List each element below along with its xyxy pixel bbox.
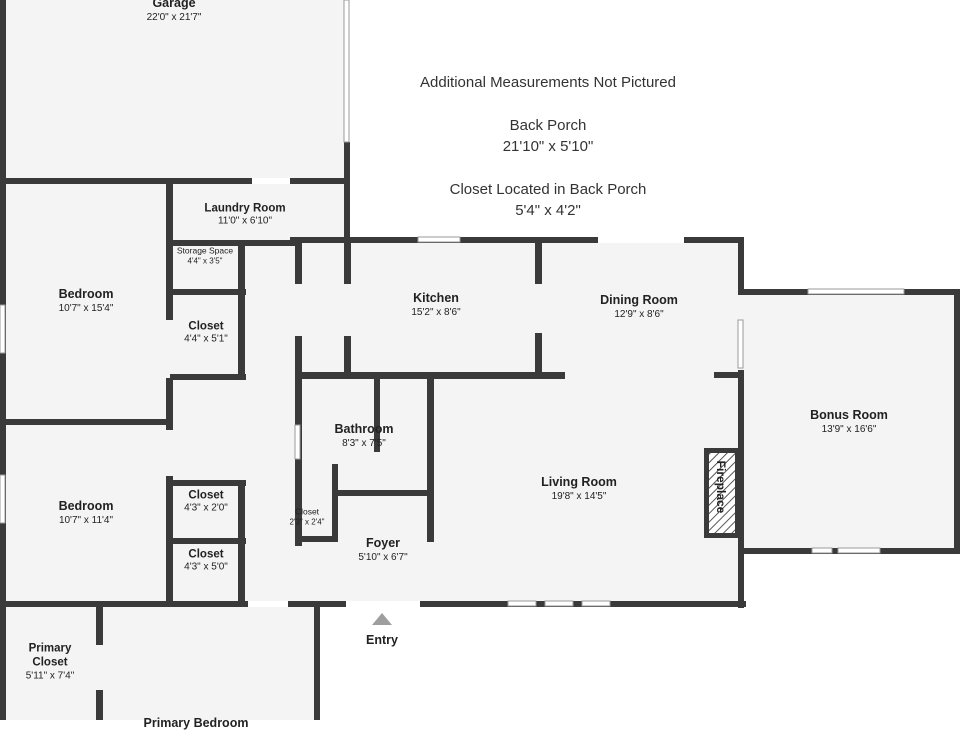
fireplace-label: Fireplace bbox=[714, 460, 728, 514]
room-dims: 8'3" x 7'5" bbox=[342, 437, 386, 449]
room-bedroom-2: Bedroom 10'7" x 11'4" bbox=[59, 499, 114, 527]
room-dining: Dining Room 12'9" x 8'6" bbox=[600, 293, 678, 321]
room-name: Closet bbox=[294, 506, 320, 517]
entry-arrow-icon bbox=[372, 613, 392, 625]
room-foyer: Foyer 5'10" x 6'7" bbox=[358, 536, 407, 564]
room-garage: Garage 22'0" x 21'7" bbox=[147, 0, 202, 24]
room-primary-bedroom: Primary Bedroom bbox=[144, 716, 249, 732]
west-wing-walls bbox=[0, 178, 350, 608]
bonus-room-walls bbox=[737, 288, 960, 554]
room-name: Bonus Room bbox=[810, 407, 888, 422]
room-dims: 4'4" x 3'5" bbox=[187, 256, 223, 266]
room-name: Bathroom bbox=[334, 421, 394, 436]
core-walls bbox=[290, 178, 746, 608]
back-porch-dims: 21'10" x 5'10" bbox=[502, 138, 594, 155]
room-storage: Storage Space 4'4" x 3'5" bbox=[177, 246, 233, 267]
floor-fill bbox=[4, 0, 958, 720]
room-dims: 4'3" x 2'0" bbox=[184, 502, 228, 514]
room-name: Storage Space bbox=[176, 245, 234, 256]
room-dims: 4'4" x 5'1" bbox=[184, 333, 228, 345]
room-kitchen: Kitchen 15'2" x 8'6" bbox=[411, 291, 460, 319]
room-primary-closet: Primary Closet 5'11" x 7'4" bbox=[26, 641, 75, 682]
room-dims: 12'9" x 8'6" bbox=[614, 308, 664, 320]
room-bonus: Bonus Room 13'9" x 16'6" bbox=[810, 408, 888, 436]
room-name-line2: Closet bbox=[32, 656, 68, 669]
room-name: Bedroom bbox=[58, 498, 114, 513]
room-name-line1: Primary bbox=[28, 642, 72, 655]
room-name: Primary Bedroom bbox=[143, 716, 249, 731]
garage-walls bbox=[0, 0, 350, 182]
room-name: Living Room bbox=[541, 474, 617, 489]
room-dims: 13'9" x 16'6" bbox=[821, 423, 877, 435]
room-bedroom-1: Bedroom 10'7" x 15'4" bbox=[59, 287, 114, 315]
room-closet-small: Closet 2'3" x 2'4" bbox=[290, 507, 325, 528]
room-name: Closet bbox=[188, 489, 224, 502]
room-name: Dining Room bbox=[600, 292, 678, 307]
entry-text: Entry bbox=[366, 633, 398, 648]
room-dims: 5'11" x 7'4" bbox=[25, 670, 75, 682]
room-dims: 22'0" x 21'7" bbox=[146, 11, 202, 23]
room-dims: 4'3" x 5'0" bbox=[184, 561, 228, 573]
room-name: Laundry Room bbox=[204, 202, 286, 215]
room-name: Garage bbox=[152, 0, 196, 10]
room-name: Closet bbox=[188, 548, 224, 561]
room-dims: 2'3" x 2'4" bbox=[289, 517, 325, 527]
room-dims: 10'7" x 15'4" bbox=[58, 302, 114, 314]
room-dims: 11'0" x 6'10" bbox=[217, 215, 273, 227]
back-porch-label: Back Porch bbox=[509, 117, 587, 134]
porch-closet-label: Closet Located in Back Porch bbox=[449, 181, 647, 198]
room-living: Living Room 19'8" x 14'5" bbox=[541, 475, 617, 503]
room-closet-2: Closet 4'3" x 2'0" bbox=[184, 489, 228, 516]
room-laundry: Laundry Room 11'0" x 6'10" bbox=[204, 202, 285, 229]
entry-label: Entry bbox=[366, 633, 398, 649]
room-dims: 19'8" x 14'5" bbox=[551, 490, 607, 502]
room-dims: 10'7" x 11'4" bbox=[58, 514, 114, 526]
porch-closet-dims: 5'4" x 4'2" bbox=[515, 202, 581, 219]
notes-heading: Additional Measurements Not Pictured bbox=[420, 74, 676, 91]
room-name: Foyer bbox=[365, 535, 401, 550]
room-dims: 15'2" x 8'6" bbox=[411, 306, 461, 318]
room-name: Kitchen bbox=[413, 290, 459, 305]
room-dims: 5'10" x 6'7" bbox=[358, 551, 408, 563]
primary-suite-walls bbox=[0, 605, 320, 720]
room-closet-3: Closet 4'3" x 5'0" bbox=[184, 548, 228, 575]
room-name: Closet bbox=[188, 320, 224, 333]
fireplace-block bbox=[704, 448, 740, 538]
room-bathroom: Bathroom 8'3" x 7'5" bbox=[334, 422, 393, 450]
room-closet-1: Closet 4'4" x 5'1" bbox=[184, 320, 228, 347]
room-name: Bedroom bbox=[58, 286, 114, 301]
